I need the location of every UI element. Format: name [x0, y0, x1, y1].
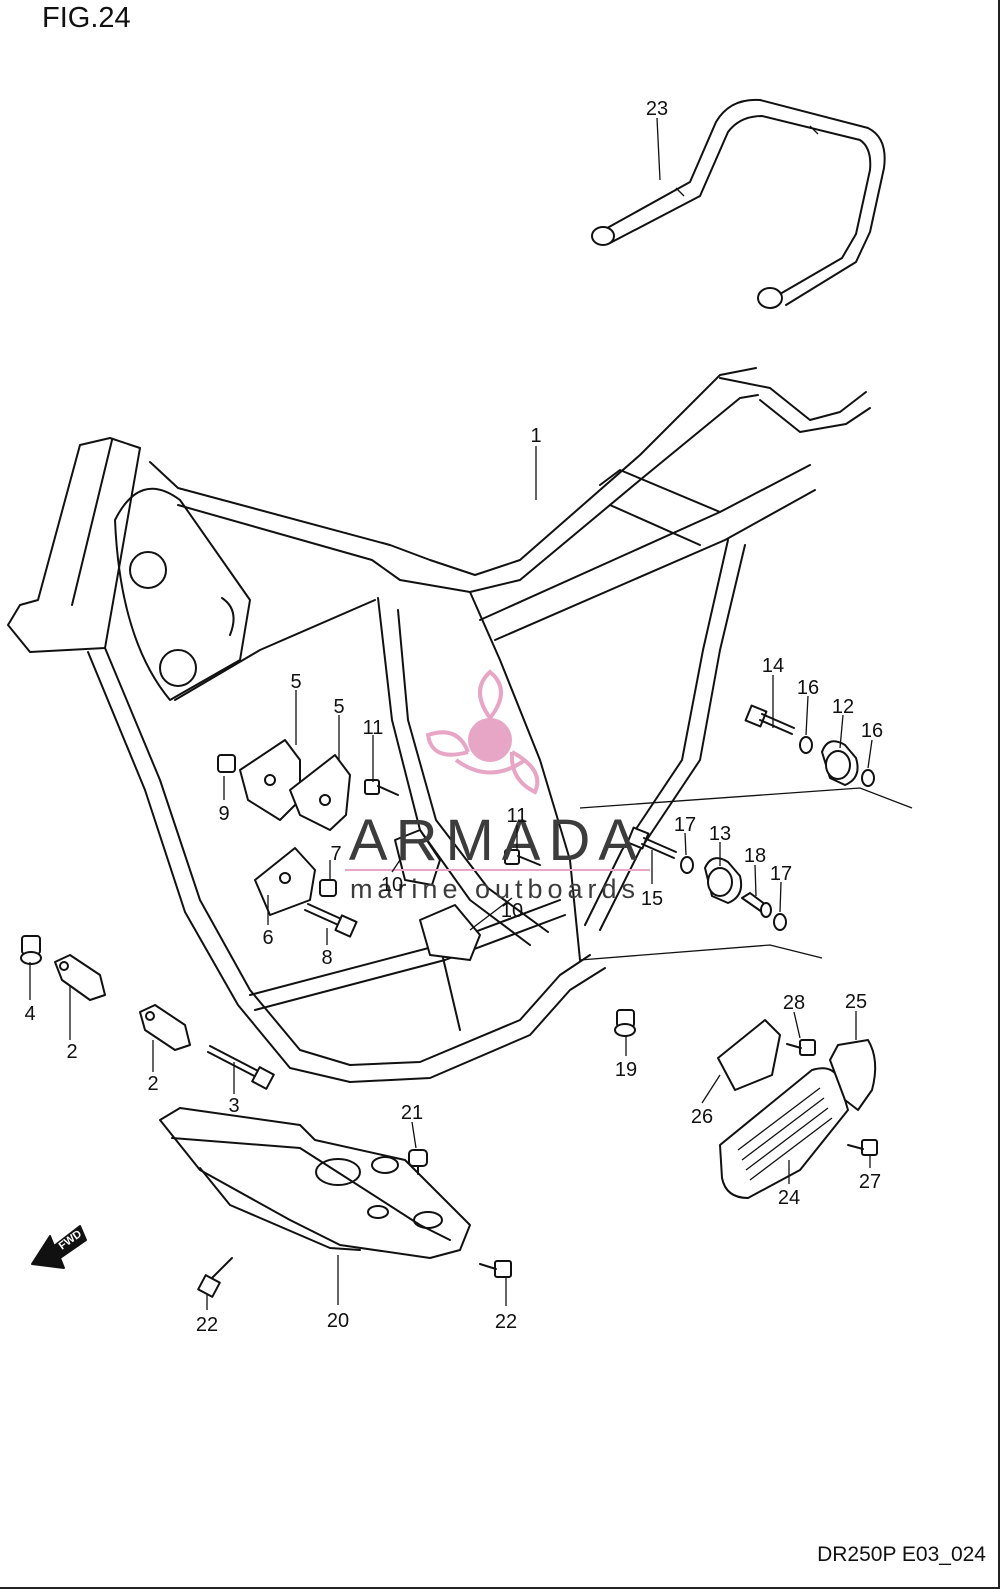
callout-3: 3: [228, 1095, 239, 1117]
bolt-part-22b: [479, 1260, 512, 1278]
callout-18: 18: [744, 845, 766, 867]
callout-28: 28: [783, 992, 805, 1014]
bracket-part-26: [717, 1019, 781, 1091]
engine-bracket-part-10b: [419, 904, 481, 961]
callout-26: 26: [691, 1106, 713, 1128]
bolt-part-22a: [197, 1257, 233, 1298]
figure-title: FIG.24: [42, 2, 131, 34]
bolt-part-11b: [504, 849, 541, 866]
engine-bracket-part-10a: [394, 829, 441, 886]
bolt-part-28: [786, 1039, 816, 1056]
washer-part-16b: [861, 769, 875, 787]
engine-bracket-part-5b: [289, 754, 351, 831]
nut-part-9: [217, 754, 236, 773]
callout-24: 24: [778, 1187, 800, 1209]
nut-part-4: [20, 935, 42, 965]
callout-8: 8: [321, 947, 332, 969]
bottom-border: [0, 1587, 1000, 1589]
washer-part-17a: [680, 856, 694, 874]
leader-rear-lower: [579, 944, 823, 961]
bolt-part-14: [744, 704, 795, 735]
callout-27: 27: [859, 1171, 881, 1193]
callout-11: 11: [363, 717, 384, 739]
washer-part-16a: [799, 736, 813, 754]
skid-plate-part-20: [159, 1107, 471, 1259]
callout-23: 23: [646, 98, 668, 120]
callout-17: 17: [674, 814, 696, 836]
watermark-name: ARMADA: [349, 808, 645, 873]
callout-1: 1: [530, 425, 541, 447]
callout-20: 20: [327, 1310, 349, 1332]
callout-14: 14: [762, 655, 784, 677]
cover-part-24: [719, 1067, 849, 1199]
callout-17: 17: [770, 863, 792, 885]
bolt-part-3: [207, 1045, 275, 1090]
document-code: DR250P E03_024: [817, 1543, 986, 1566]
callout-16: 16: [861, 720, 883, 742]
bolt-part-27: [847, 1139, 878, 1156]
callout-9: 9: [218, 803, 229, 825]
fwd-arrow-icon: FWD: [31, 1225, 87, 1269]
callout-11: 11: [507, 805, 528, 827]
callout-19: 19: [615, 1059, 637, 1081]
callout-leaders: [29, 117, 873, 1310]
nut-part-19: [614, 1009, 636, 1037]
engine-bracket-part-6: [254, 847, 316, 916]
callout-12: 12: [832, 696, 854, 718]
bushing-part-13: [704, 857, 743, 904]
callout-16: 16: [797, 677, 819, 699]
callout-5: 5: [290, 671, 301, 693]
watermark-logo: [425, 669, 540, 795]
callout-22: 22: [196, 1314, 218, 1336]
callout-labels: 1 2 2 3 4 5 5 6 7 8 9 10 10 11 11 12 13 …: [24, 98, 883, 1336]
cap-part-21: [408, 1149, 428, 1175]
callout-15: 15: [641, 888, 663, 910]
callout-2: 2: [66, 1041, 77, 1063]
collar-part-18: [741, 892, 772, 918]
callout-2: 2: [147, 1073, 158, 1095]
main-frame-part-1: [7, 367, 871, 1083]
callout-13: 13: [709, 823, 731, 845]
nut-part-7: [319, 879, 337, 897]
bolt-part-15: [626, 826, 677, 859]
rear-carrier-part-23: [591, 98, 886, 309]
bolt-part-11a: [364, 779, 399, 796]
washer-part-17b: [773, 913, 787, 931]
right-border: [998, 0, 1000, 1589]
leader-rear-upper: [579, 787, 913, 809]
callout-5: 5: [333, 696, 344, 718]
callout-10: 10: [501, 900, 523, 922]
watermark-tagline: marine outboards: [350, 874, 640, 904]
callout-21: 21: [401, 1102, 423, 1124]
callout-6: 6: [262, 927, 273, 949]
callout-4: 4: [24, 1003, 35, 1025]
bolt-part-8: [304, 903, 358, 938]
callout-25: 25: [845, 991, 867, 1013]
callout-7: 7: [330, 843, 341, 865]
bushing-part-12: [821, 740, 859, 786]
bracket-part-2b: [139, 1004, 191, 1051]
bracket-part-2a: [54, 954, 106, 1001]
gasket-part-25: [829, 1039, 877, 1111]
engine-bracket-part-5a: [239, 739, 301, 821]
callout-22: 22: [495, 1311, 517, 1333]
callout-10: 10: [381, 874, 403, 896]
